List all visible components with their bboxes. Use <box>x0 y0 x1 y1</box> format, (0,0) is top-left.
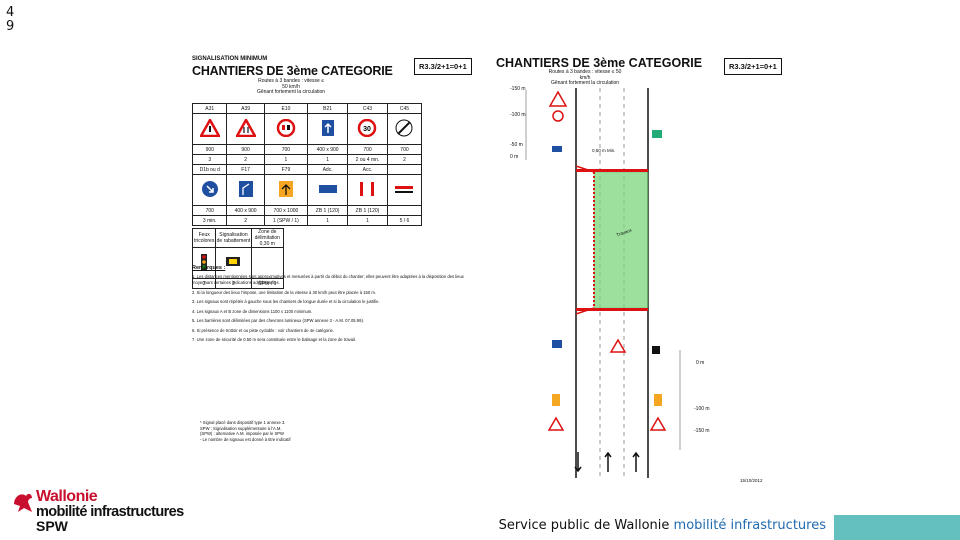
remarks-title: Remarques : <box>192 265 226 271</box>
traffic-light-icon <box>652 130 662 138</box>
wallonie-logo: Wallonie mobilité infrastructures SPW <box>12 488 184 533</box>
remark-item: 4. Les signaux A et B zone de dimensions… <box>192 308 313 314</box>
speed-limit-30-sign-icon: 30 <box>358 119 377 137</box>
remark-item: 6. Si présence de trottoir et ou piste c… <box>192 327 334 333</box>
arrow-up-icon <box>632 451 640 472</box>
plan-formula: R3.3/2+1=0+1 <box>724 58 782 75</box>
distance-label: -150 m <box>510 86 526 92</box>
table-row <box>191 174 423 206</box>
remarks-section: Remarques : 1. Les distances mentionnées… <box>192 265 472 347</box>
work-zone-area <box>593 171 649 309</box>
remark-item: 5. Les barrières sont délimitées par des… <box>192 318 365 323</box>
start-barrier <box>576 169 648 172</box>
table-row: 30 <box>191 113 423 145</box>
remark-item: 1. Les distances mentionnées sont approx… <box>192 274 464 285</box>
doc-formula: R3.3/2+1=0+1 <box>414 58 472 75</box>
end-barrier <box>576 308 648 311</box>
two-way-traffic-triangle-icon <box>235 119 256 137</box>
slide-number: 4 9 <box>6 5 15 34</box>
distance-label: 0 m <box>510 154 519 160</box>
barrier-fence-icon <box>395 186 414 193</box>
diversion-sign-icon <box>654 394 662 406</box>
warning-sign-icon <box>649 416 667 431</box>
safety-zone-label: 0,50 m Min. <box>592 148 616 153</box>
distance-panel-icon <box>318 185 337 193</box>
warning-triangle-icon <box>199 119 220 137</box>
signage-table-document: SIGNALISATION MINIMUM CHANTIERS DE 3ème … <box>186 50 472 480</box>
speed-sign-icon <box>552 110 564 122</box>
doc-title: CHANTIERS DE 3ème CATEGORIE <box>192 64 393 78</box>
road-plan-diagram: CHANTIERS DE 3ème CATEGORIE Routes à 3 b… <box>490 50 782 486</box>
distance-label: -50 m <box>510 142 523 148</box>
barrier-icon <box>360 182 375 196</box>
remark-item: 2. Si la longueur des lieux l'impose, un… <box>192 289 376 295</box>
logo-spw-text: SPW <box>36 518 68 534</box>
distance-label: -100 m <box>510 112 526 118</box>
distance-label: 0 m <box>696 360 705 366</box>
traffic-light-icon <box>652 346 660 354</box>
rooster-logo-icon <box>14 493 32 512</box>
footer-text: Service public de Wallonie mobilité infr… <box>499 518 826 533</box>
plan-date: 15/10/2012 <box>740 478 763 483</box>
footer-text-accent: mobilité infrastructures <box>673 518 826 533</box>
plan-subtitle: Routes à 3 bandes : vitesse ≤ 50 km/h Gê… <box>548 69 622 86</box>
end-of-restrictions-sign-icon <box>395 119 413 137</box>
remark-item: 3. Les signaux sont répétés à gauche sou… <box>192 299 380 304</box>
lane-change-sign-icon <box>238 181 253 197</box>
rabattement-panel-icon <box>226 257 241 266</box>
distance-sign-icon <box>552 146 562 152</box>
logo-mobilite-text: mobilité infrastructures <box>36 504 184 520</box>
diversion-sign-icon <box>552 394 560 406</box>
warning-sign-icon <box>547 416 565 431</box>
arrow-down-icon <box>574 452 582 473</box>
no-overtaking-sign-icon <box>276 119 296 137</box>
arrow-up-icon <box>604 451 612 472</box>
diversion-sign-icon <box>278 181 293 197</box>
traffic-light-icon <box>201 254 208 270</box>
keep-right-sign-icon <box>201 181 218 197</box>
svg-text:30: 30 <box>364 126 372 133</box>
doc-subtitle: Routes à 3 bandes : vitesse ≤ 50 km/h Gê… <box>256 78 326 95</box>
direction-sign-icon <box>552 340 562 348</box>
priority-road-sign-icon <box>321 120 334 136</box>
legend-notes: * Signal placé dans dispositif type 1 an… <box>200 420 291 442</box>
footer-text-main: Service public de Wallonie <box>498 518 670 533</box>
plan-title: CHANTIERS DE 3ème CATEGORIE <box>496 56 703 70</box>
logo-wallonie-text: Wallonie <box>36 488 98 505</box>
remark-item: 7. Une zone de sécurité de 0.50 m sera c… <box>192 337 357 342</box>
warning-sign-icon <box>548 90 568 107</box>
distance-label: -150 m <box>694 428 710 434</box>
footer-accent-bar <box>834 515 960 540</box>
distance-label: -100 m <box>694 406 710 412</box>
doc-heading-small: SIGNALISATION MINIMUM <box>192 56 268 62</box>
warning-sign-icon <box>609 338 627 353</box>
road-layout-svg <box>525 88 681 478</box>
